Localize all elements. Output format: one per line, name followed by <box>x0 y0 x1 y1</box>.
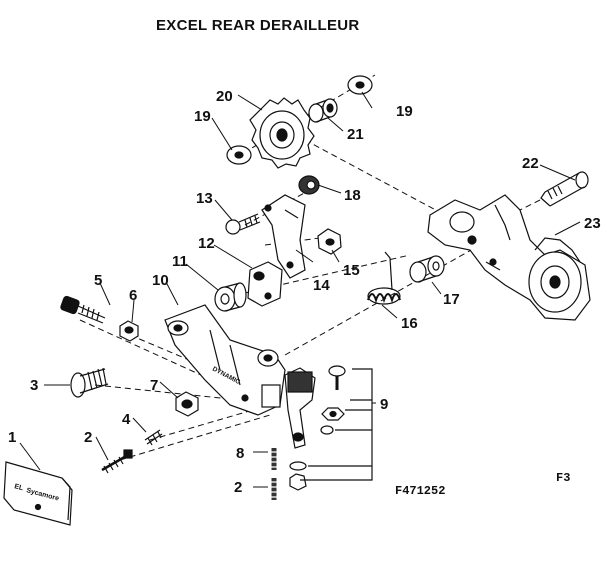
figure-code: F471252 <box>395 484 446 498</box>
part-screw-2a <box>101 449 133 474</box>
callout-15: 15 <box>343 262 360 279</box>
callout-2b: 2 <box>234 479 242 496</box>
part-bushing-21 <box>308 98 338 123</box>
part-cage-23 <box>427 194 591 321</box>
part-nut-15 <box>317 228 342 255</box>
part-nut-7 <box>175 391 199 417</box>
callout-5: 5 <box>94 272 102 289</box>
callout-19a: 19 <box>194 108 211 125</box>
callout-3: 3 <box>30 377 38 394</box>
part-nut-6 <box>119 320 139 342</box>
callout-4: 4 <box>122 411 131 428</box>
part-pivot-link <box>284 367 316 449</box>
nameplate-logo: EL <box>13 483 24 492</box>
part-washer-19b <box>347 75 373 95</box>
callout-23: 23 <box>584 215 601 232</box>
part-screw-4 <box>144 429 163 446</box>
callout-14: 14 <box>313 277 330 294</box>
part-spring-16 <box>367 251 401 305</box>
part-screw-8 <box>270 448 278 470</box>
callout-16: 16 <box>401 315 418 332</box>
part-bracket-14 <box>261 194 306 279</box>
part-bushing-17 <box>409 255 445 283</box>
callout-6: 6 <box>129 287 137 304</box>
part-bushing-18 <box>298 175 320 195</box>
callout-19b: 19 <box>396 103 413 120</box>
callout-11: 11 <box>172 253 188 270</box>
callout-10: 10 <box>152 272 169 289</box>
callout-18: 18 <box>344 187 361 204</box>
callout-labels: 1 2 2 3 4 5 6 7 8 9 10 11 12 13 14 15 16… <box>8 88 601 496</box>
part-screw-5 <box>60 295 106 324</box>
part-main-body-10: DYNAMIC <box>164 304 286 416</box>
part-group-9 <box>289 365 373 491</box>
callout-21: 21 <box>347 126 364 143</box>
part-bolt-22 <box>540 171 589 207</box>
part-pulley-20 <box>249 97 315 169</box>
callout-9: 9 <box>380 396 388 413</box>
callout-22: 22 <box>522 155 539 172</box>
part-bolt-3 <box>70 367 109 398</box>
part-screw-13 <box>225 213 261 235</box>
callout-7: 7 <box>150 377 158 394</box>
callout-8: 8 <box>236 445 244 462</box>
part-screw-2b <box>270 478 278 500</box>
diagram-title: EXCEL REAR DERAILLEUR <box>156 17 360 34</box>
callout-1: 1 <box>8 429 16 446</box>
part-plate-12 <box>247 261 283 307</box>
part-bushing-11 <box>214 282 247 312</box>
callout-12: 12 <box>198 235 215 252</box>
leader-lines <box>19 91 581 488</box>
part-washer-19a <box>226 145 252 165</box>
callout-17: 17 <box>443 291 460 308</box>
callout-20: 20 <box>216 88 233 105</box>
part-nameplate: EL Sycamore <box>3 461 73 526</box>
callout-13: 13 <box>196 190 213 207</box>
page-code: F3 <box>556 471 571 485</box>
callout-2a: 2 <box>84 429 92 446</box>
